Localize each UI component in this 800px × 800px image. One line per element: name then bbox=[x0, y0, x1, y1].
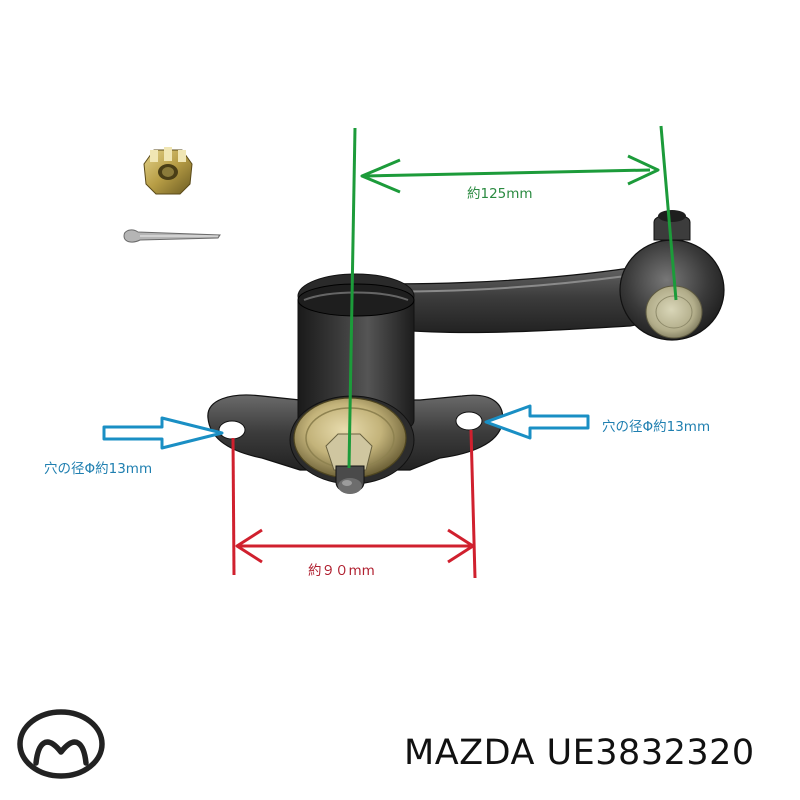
hole-label-left: 穴の径Φ約13mm bbox=[44, 461, 152, 477]
cotter-pin-icon bbox=[123, 229, 221, 243]
brand-part-number: MAZDA UE3832320 bbox=[404, 736, 755, 771]
mazda-logo-icon bbox=[17, 709, 105, 779]
castle-nut-icon bbox=[143, 147, 193, 195]
idler-arm-icon bbox=[207, 210, 725, 494]
dimension-125mm: 約125mm bbox=[347, 125, 678, 469]
dim-label-90: 約９０mm bbox=[308, 563, 375, 579]
dim-label-125: 約125mm bbox=[467, 186, 533, 202]
hole-label-right: 穴の径Φ約13mm bbox=[602, 419, 710, 435]
part-number: UE3832320 bbox=[546, 733, 755, 773]
hole-callout-right: 穴の径Φ約13mm bbox=[484, 404, 710, 440]
hole-callout-left: 穴の径Φ約13mm bbox=[44, 416, 224, 477]
dimension-90mm: 約９０mm bbox=[231, 429, 477, 579]
brand-name: MAZDA bbox=[404, 733, 535, 773]
